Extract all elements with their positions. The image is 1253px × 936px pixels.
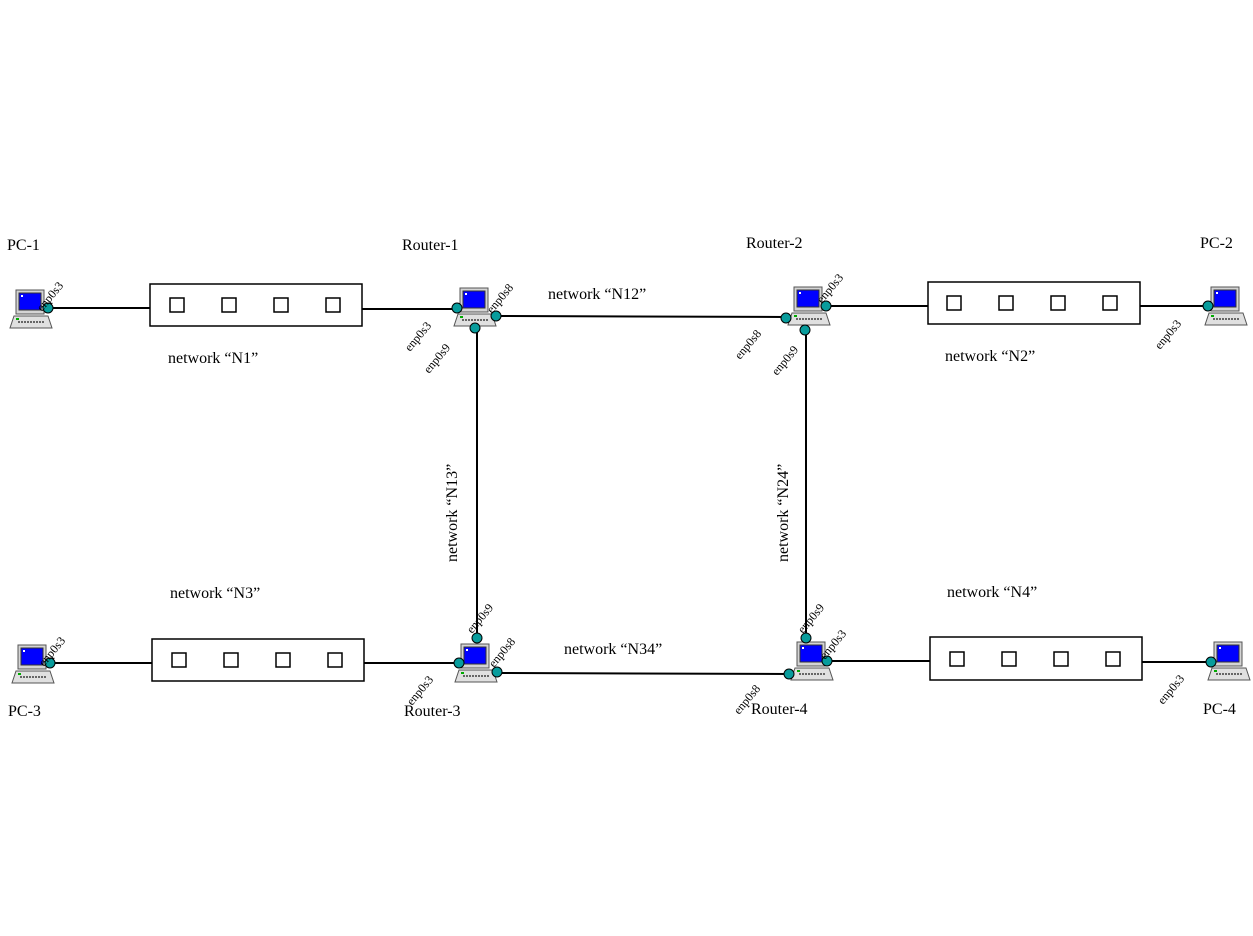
router2-enp0s9-label: enp0s9 (769, 343, 802, 378)
router1-enp0s3-label: enp0s3 (402, 319, 435, 354)
switch-n3[interactable] (151, 638, 365, 682)
link-n34 (496, 672, 790, 675)
network-n2-label: network “N2” (945, 348, 1035, 365)
network-n4-label: network “N4” (947, 584, 1037, 601)
router1-enp0s9-label: enp0s9 (421, 341, 454, 376)
router2-enp0s8-label: enp0s8 (732, 327, 765, 362)
switch-n4[interactable] (929, 636, 1143, 681)
network-n34-label: network “N34” (564, 641, 662, 658)
pc1-label: PC-1 (7, 237, 40, 254)
pc2-enp0s3-label: enp0s3 (1152, 317, 1185, 352)
interface-dots (42, 300, 1217, 680)
router4-enp0s9-label: enp0s9 (795, 601, 828, 636)
network-n13-label: network “N13” (444, 464, 461, 562)
network-n12-label: network “N12” (548, 286, 646, 303)
link-n12 (495, 315, 787, 318)
router1-label: Router-1 (402, 237, 459, 254)
pc4-label: PC-4 (1203, 701, 1236, 718)
switch-n1[interactable] (149, 283, 363, 327)
router3-enp0s8-label: enp0s8 (486, 635, 519, 670)
pc4-enp0s3-label: enp0s3 (1155, 672, 1188, 707)
pc3-label: PC-3 (8, 703, 41, 720)
router4-label: Router-4 (751, 701, 808, 718)
switch-n2[interactable] (927, 281, 1141, 325)
network-n24-label: network “N24” (775, 464, 792, 562)
network-n1-label: network “N1” (168, 350, 258, 367)
router2-label: Router-2 (746, 235, 803, 252)
router3-enp0s9-label: enp0s9 (464, 601, 497, 636)
network-n3-label: network “N3” (170, 585, 260, 602)
router3-label: Router-3 (404, 703, 461, 720)
pc2-label: PC-2 (1200, 235, 1233, 252)
